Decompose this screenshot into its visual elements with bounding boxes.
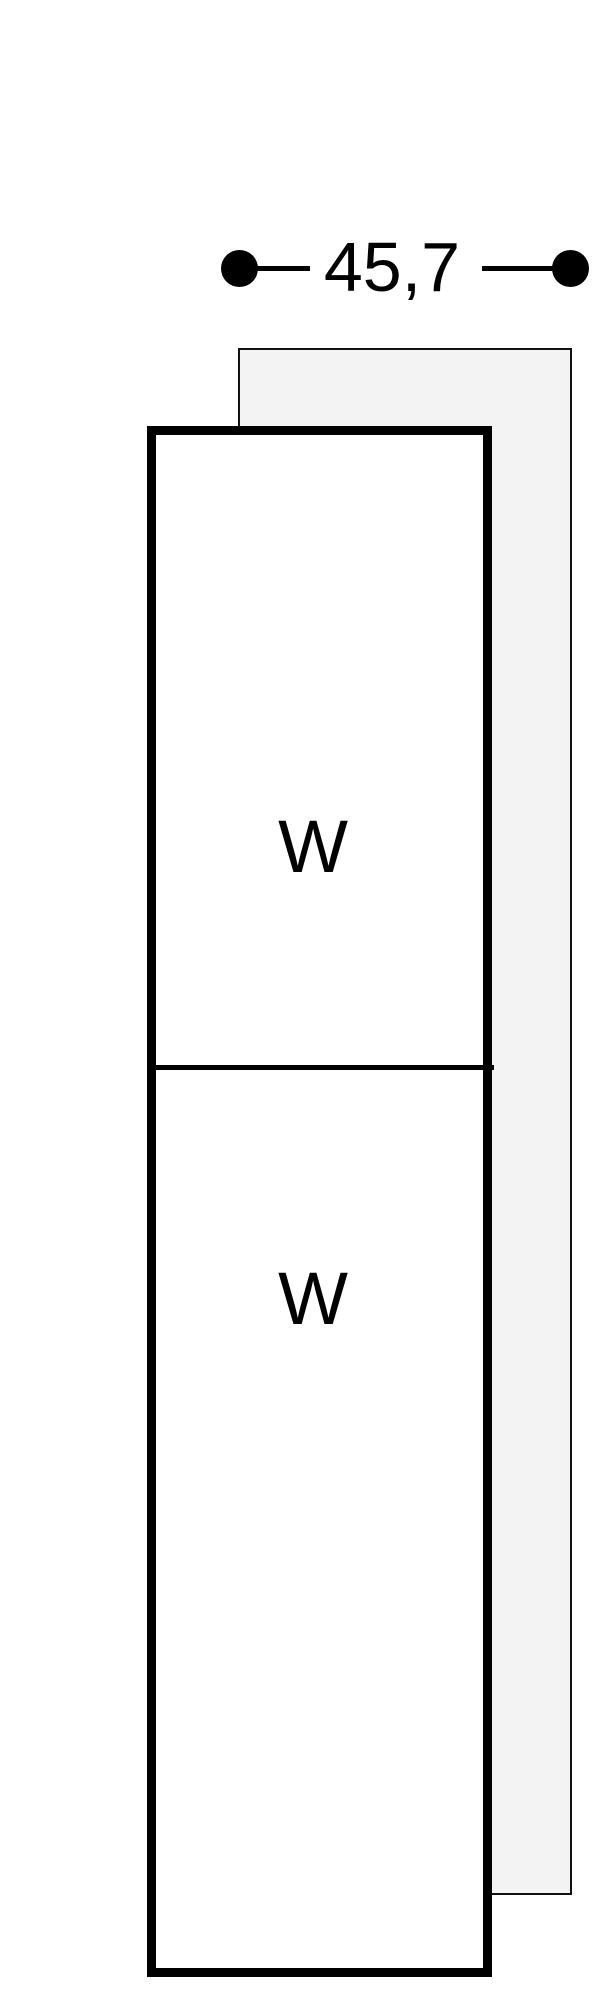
- dimension-endpoint-dot-left: [221, 250, 258, 287]
- dimension-line-left: [256, 266, 310, 271]
- compartment-label-bottom: W: [278, 1256, 348, 1340]
- compartment-label-top: W: [278, 804, 348, 888]
- dimension-line-right: [482, 266, 553, 271]
- appliance-outline: [147, 426, 492, 1977]
- compartment-divider-line: [156, 1065, 494, 1070]
- dimension-endpoint-dot-right: [552, 250, 589, 287]
- dimension-value: 45,7: [323, 228, 461, 306]
